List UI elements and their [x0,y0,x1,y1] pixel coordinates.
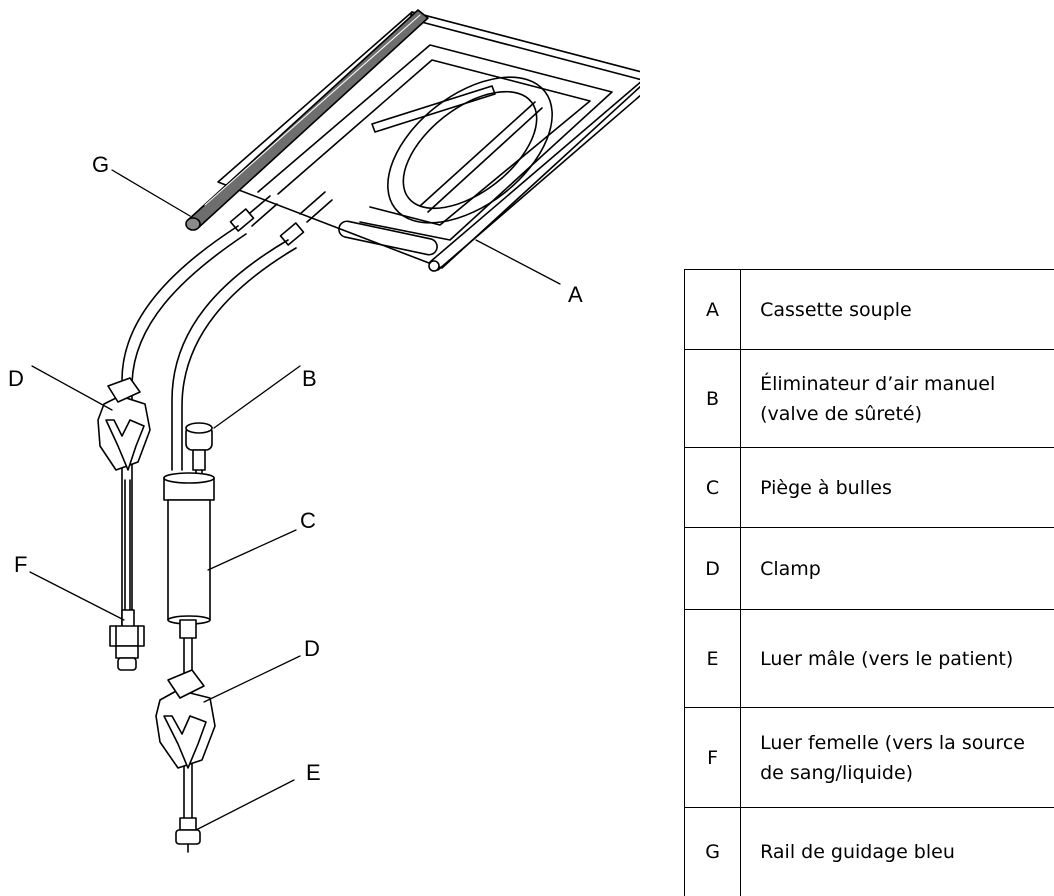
male-luer [176,818,200,852]
leader-lines [30,170,560,830]
legend-key: G [685,808,741,896]
legend-label: Luer femelle (vers la source de sang/liq… [741,708,1054,808]
bubble-trap [164,473,214,820]
device-illustration: G A B D C F D E [0,0,640,878]
legend-label: Clamp [741,528,1054,610]
callout-b: B [302,366,317,391]
callout-a: A [568,282,583,307]
legend-row: C Piège à bulles [685,448,1054,528]
legend-table: A Cassette souple B Éliminateur d’air ma… [684,269,1054,896]
callout-g: G [92,152,109,177]
legend-key: B [685,350,741,448]
clamp-lower [156,670,215,768]
legend-row: E Luer mâle (vers le patient) [685,610,1054,708]
callout-d-upper: D [8,366,24,391]
legend-label: Piège à bulles [741,448,1054,528]
callout-c: C [300,508,316,533]
legend-label: Luer mâle (vers le patient) [741,610,1054,708]
callout-e: E [306,760,321,785]
legend-row: D Clamp [685,528,1054,610]
legend-label: Cassette souple [741,270,1054,350]
legend-key: D [685,528,741,610]
legend-row: A Cassette souple [685,270,1054,350]
female-luer [110,610,144,670]
clamp-upper [98,378,150,470]
callout-d-lower: D [304,636,320,661]
callout-f: F [14,552,27,577]
legend-key: E [685,610,741,708]
legend-label: Éliminateur d’air manuel (valve de sûret… [741,350,1054,448]
legend-row: F Luer femelle (vers la source de sang/l… [685,708,1054,808]
legend-row: B Éliminateur d’air manuel (valve de sûr… [685,350,1054,448]
legend-key: C [685,448,741,528]
legend-row: G Rail de guidage bleu [685,808,1054,896]
legend-key: A [685,270,741,350]
legend-label: Rail de guidage bleu [741,808,1054,896]
legend-key: F [685,708,741,808]
